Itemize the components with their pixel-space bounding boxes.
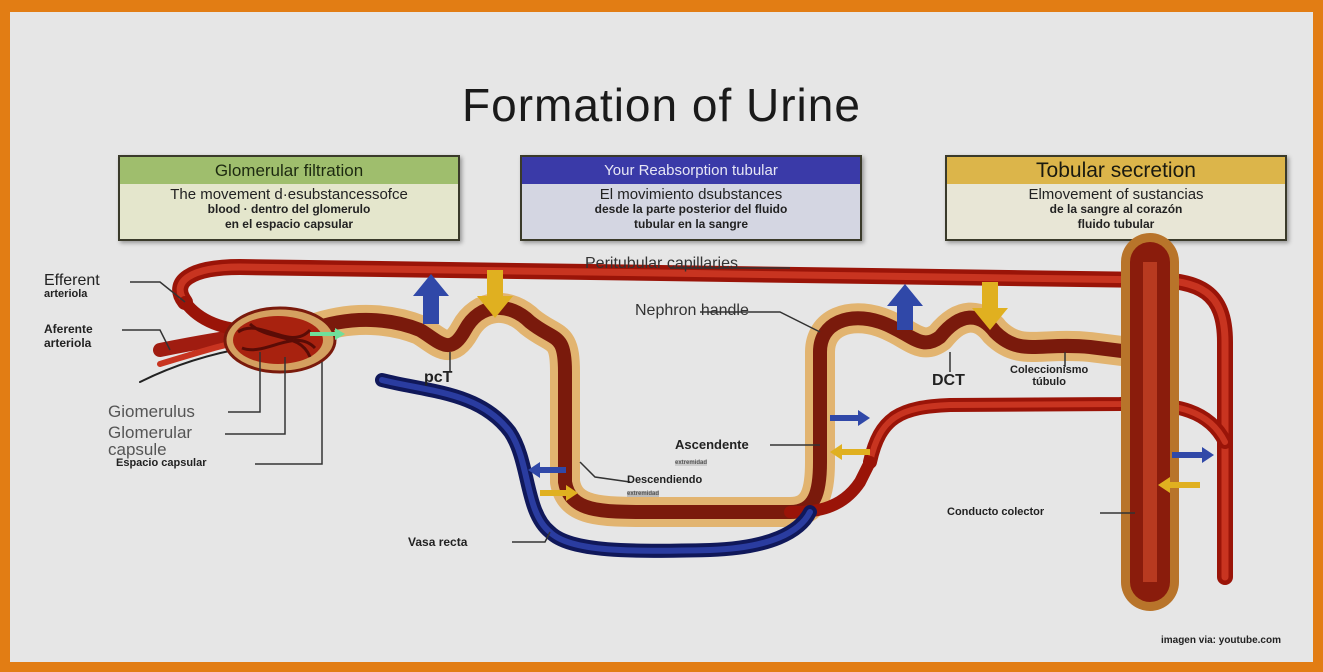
collecting-tubule-line-1: Coleccionismo <box>1010 364 1088 376</box>
collecting-duct-label: Conducto colector <box>947 506 1044 518</box>
dct-label: DCT <box>932 372 965 390</box>
slide: Formation of Urine Glomerular filtration… <box>10 12 1313 662</box>
glomerular-capsule-line-1: Glomerular <box>108 424 192 441</box>
afferent-sub-label: arteriola <box>44 336 93 350</box>
efferent-arteriole-label: Efferent arteriola <box>44 272 100 300</box>
descending-label: Descendiendo <box>627 474 702 486</box>
afferent-label: Aferente <box>44 322 93 336</box>
descending-sub-label: extremidad <box>627 491 659 497</box>
descending-limb-label: Descendiendo extremidad <box>627 474 702 498</box>
nephron-handle-label: Nephron handle <box>635 302 749 320</box>
collecting-tubule-line-2: túbulo <box>1010 376 1088 388</box>
glomerular-capsule-line-2: capsule <box>108 441 192 458</box>
ascending-sub-label: extremidad <box>675 460 707 466</box>
glomerulus-label: Giomerulus <box>108 402 195 422</box>
capsular-space-label: Espacio capsular <box>116 457 207 469</box>
glomerular-capsule-label: Glomerular capsule <box>108 424 192 458</box>
pct-label: pcT <box>424 369 452 387</box>
ascending-limb-label: Ascendente extremidad <box>675 437 749 467</box>
image-credit: imagen via: youtube.com <box>1161 635 1281 646</box>
peritubular-capillaries-label: Peritubular capillaries <box>585 255 738 273</box>
afferent-arteriole-label: Aferente arteriola <box>44 322 93 350</box>
vasa-recta-label: Vasa recta <box>408 535 467 549</box>
ascending-label: Ascendente <box>675 437 749 452</box>
nephron-diagram <box>10 12 1313 662</box>
collecting-tubule-label: Coleccionismo túbulo <box>1010 364 1088 388</box>
